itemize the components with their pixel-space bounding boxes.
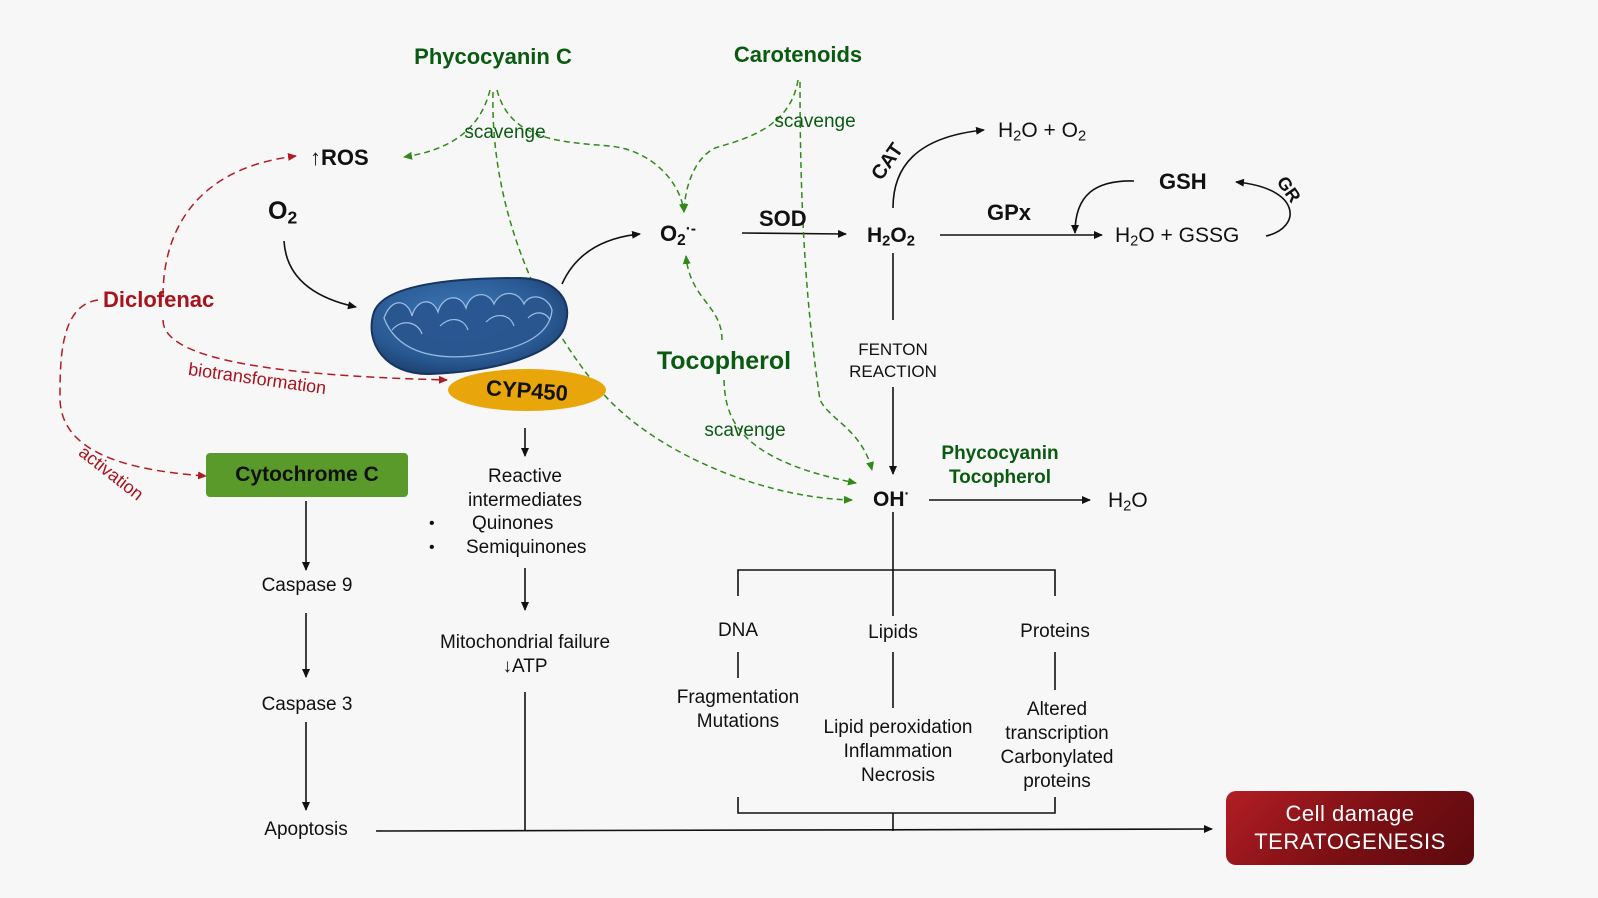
diclofenac-label: Diclofenac xyxy=(103,287,215,312)
superoxide-label: O2·- xyxy=(660,220,696,249)
quinones-label: Quinones xyxy=(472,513,554,534)
cell-damage-label: Cell damage xyxy=(1285,801,1415,826)
solid-arrows xyxy=(283,126,1291,834)
bullet: • xyxy=(429,539,435,556)
caspase9-label: Caspase 9 xyxy=(261,575,353,596)
gsh-label: GSH xyxy=(1159,169,1207,194)
teratogenesis-label: TERATOGENESIS xyxy=(1254,829,1446,854)
lipids-label: Lipids xyxy=(868,622,918,643)
cyp450-label: CYP450 xyxy=(485,375,569,406)
phycocyanin-c-label: Phycocyanin C xyxy=(414,44,572,69)
water-oxygen-label: H2O + O2 xyxy=(998,119,1087,145)
mitochondrial-failure-label: Mitochondrial failure↓ATP xyxy=(439,632,611,677)
caspase3-label: Caspase 3 xyxy=(261,694,353,715)
tocopherol-label: Tocopherol xyxy=(656,347,792,375)
ros-label: ↑ROS xyxy=(310,145,369,170)
dna-label: DNA xyxy=(717,620,759,641)
mitochondrion-icon xyxy=(370,276,569,376)
gpx-label: GPx xyxy=(987,200,1032,225)
water-gssg-label: H2O + GSSG xyxy=(1115,224,1240,250)
water-label: H2O xyxy=(1108,489,1148,515)
apoptosis-label: Apoptosis xyxy=(264,819,348,840)
diclofenac-arrows xyxy=(59,152,448,480)
bullet: • xyxy=(429,515,435,532)
cytochrome-c-box: Cytochrome C xyxy=(206,453,408,497)
semiquinones-label: Semiquinones xyxy=(466,537,587,558)
scavenge-label: scavenge xyxy=(704,420,786,441)
cyp450-ellipse xyxy=(448,369,606,411)
cell-damage-box: Cell damage TERATOGENESIS xyxy=(1226,791,1474,865)
oxygen-label: O2 xyxy=(268,197,298,228)
proteins-label: Proteins xyxy=(1020,621,1090,642)
scavenge-label: scavenge xyxy=(464,122,546,143)
hydroxyl-radical-label: OH· xyxy=(873,486,910,511)
scavenge-label: scavenge xyxy=(774,111,856,132)
hydrogen-peroxide-label: H2O2 xyxy=(867,224,915,250)
carotenoids-label: Carotenoids xyxy=(733,42,863,67)
sod-label: SOD xyxy=(759,206,807,231)
